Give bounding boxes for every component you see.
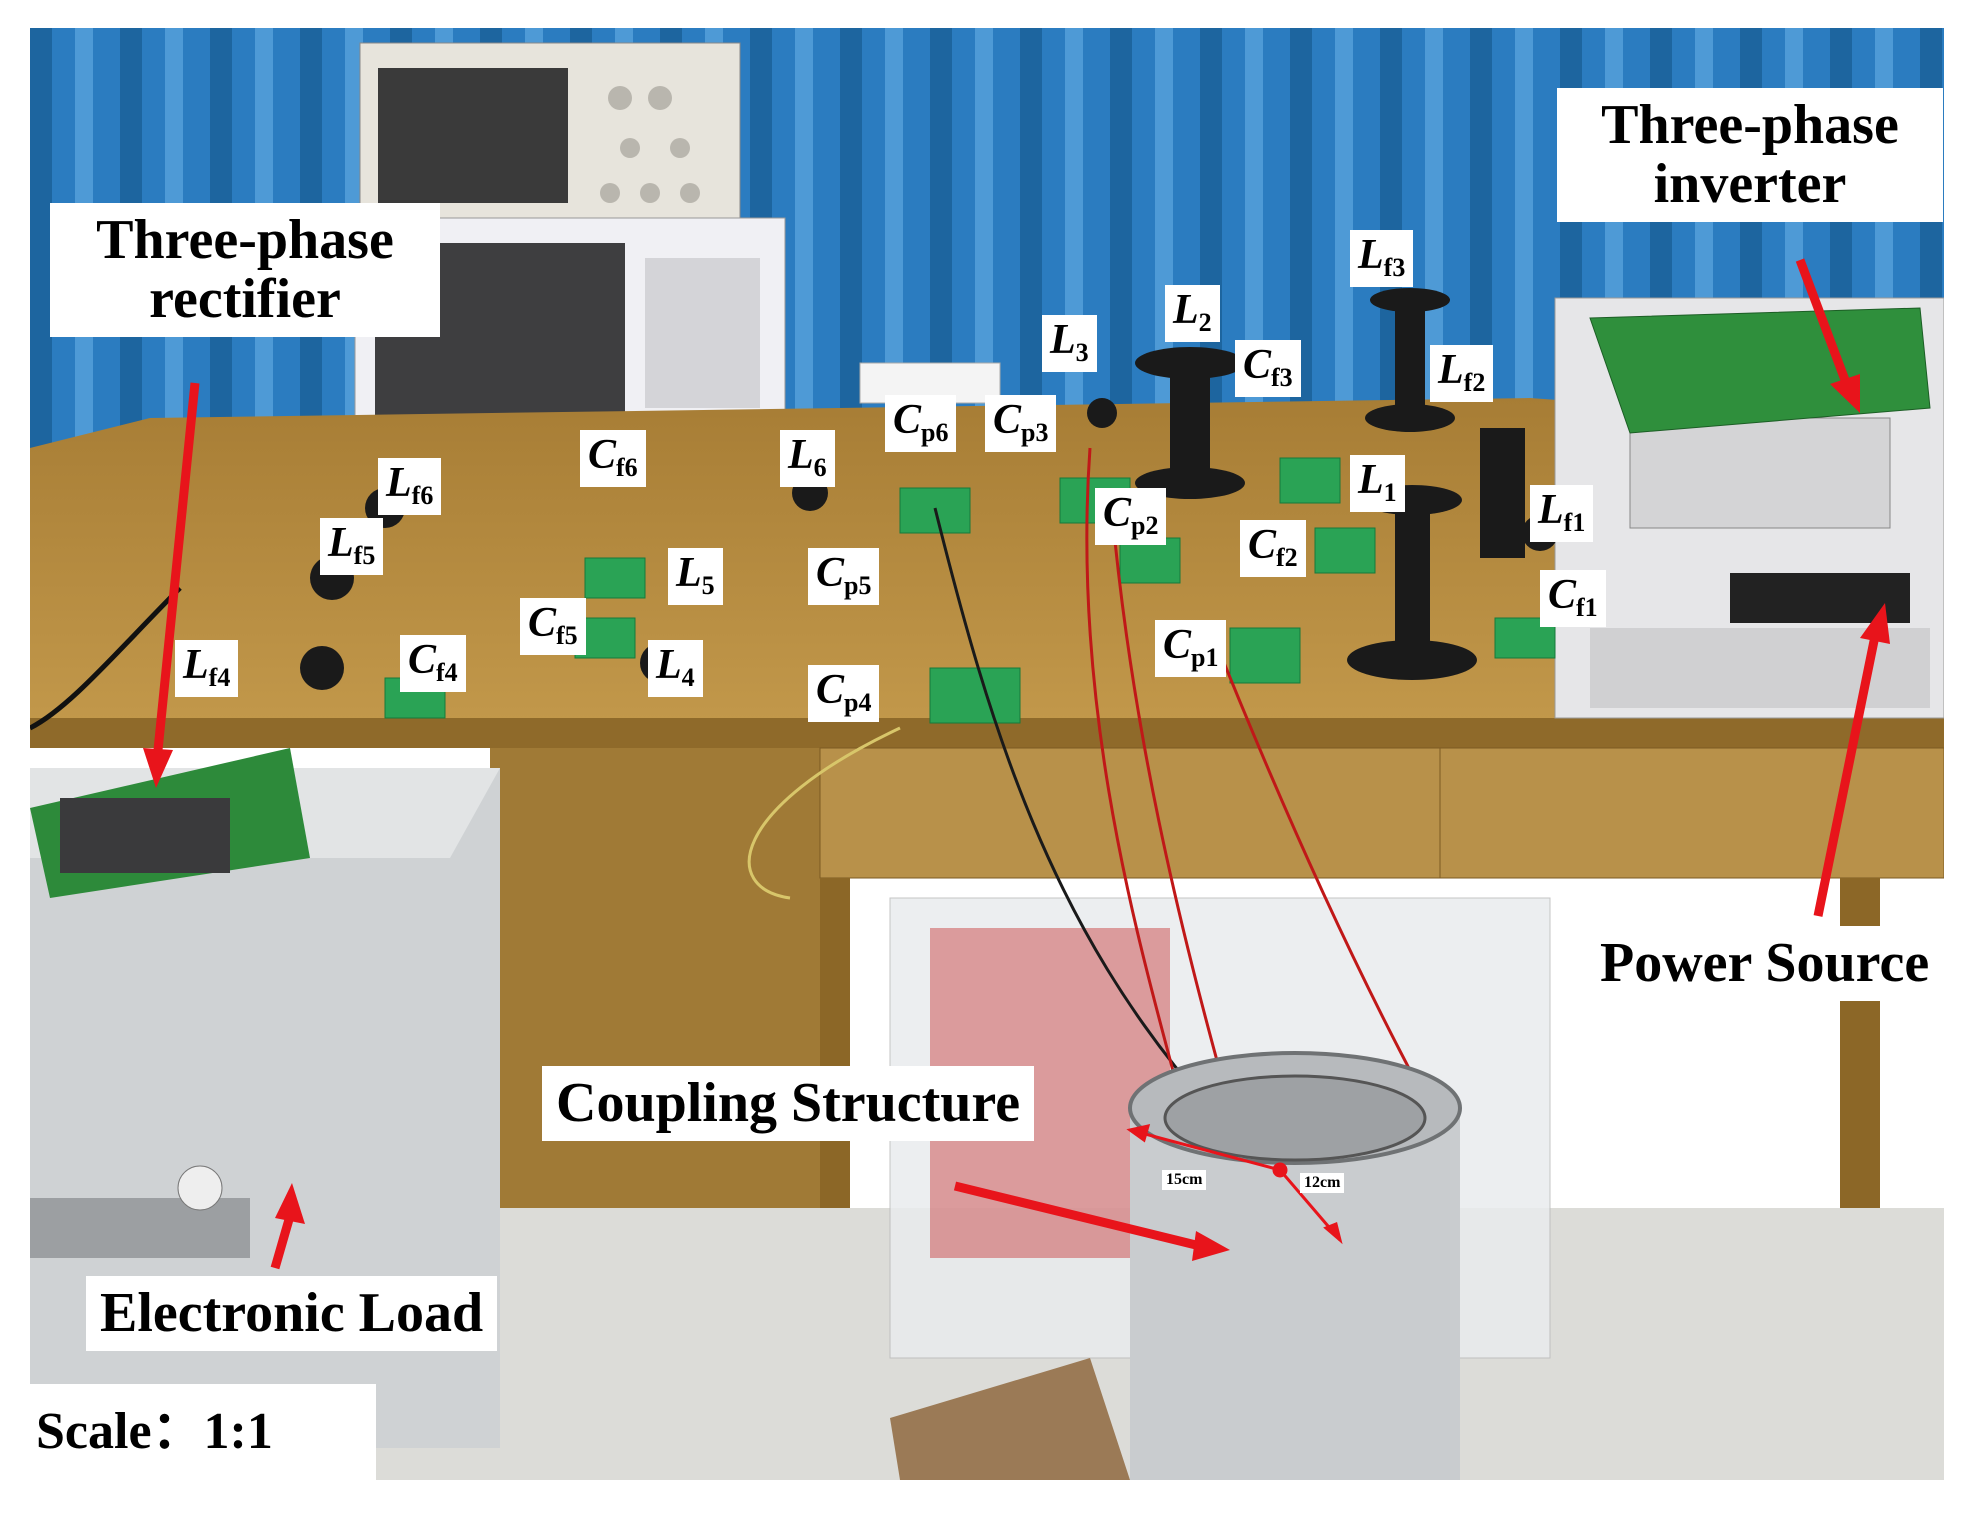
- component-symbol: C: [1243, 342, 1272, 388]
- component-symbol: C: [588, 432, 617, 478]
- component-symbol: L: [1358, 457, 1384, 503]
- component-symbol: C: [408, 637, 437, 683]
- component-subscript: f1: [1563, 508, 1586, 537]
- cables: [30, 447, 1432, 1109]
- component-label-l5: L5: [668, 548, 723, 605]
- component-subscript: 2: [1198, 308, 1212, 337]
- component-subscript: f2: [1463, 368, 1486, 397]
- component-label-l6: L6: [780, 430, 835, 487]
- component-symbol: C: [1163, 622, 1192, 668]
- component-symbol: C: [1103, 490, 1132, 536]
- component-subscript: f4: [436, 658, 458, 687]
- component-subscript: f4: [208, 663, 231, 692]
- rectifier-module: [60, 798, 230, 873]
- cardboard: [890, 1358, 1130, 1480]
- component-symbol: C: [893, 397, 922, 443]
- component-label-l3: L3: [1042, 315, 1097, 372]
- oscilloscope: [359, 42, 741, 224]
- component-subscript: p3: [1021, 418, 1049, 447]
- component-label-cp5: Cp5: [808, 548, 880, 605]
- component-subscript: p6: [921, 418, 949, 447]
- component-label-cp3: Cp3: [985, 395, 1057, 452]
- inverter-board: [1589, 307, 1931, 434]
- component-label-cf4: Cf4: [400, 635, 466, 692]
- component-symbol: L: [676, 550, 702, 596]
- component-subscript: f3: [1271, 363, 1293, 392]
- coupling-structure-callout: Coupling Structure: [542, 1066, 1035, 1141]
- component-label-cp4: Cp4: [808, 665, 880, 722]
- component-subscript: p2: [1131, 511, 1159, 540]
- dimension-15cm: 15cm: [1162, 1170, 1207, 1190]
- component-symbol: L: [386, 460, 412, 506]
- component-subscript: f2: [1276, 543, 1298, 572]
- component-symbol: L: [183, 642, 209, 688]
- component-subscript: 3: [1075, 338, 1089, 367]
- component-label-cp1: Cp1: [1155, 620, 1227, 677]
- component-symbol: L: [788, 432, 814, 478]
- component-subscript: f5: [353, 541, 376, 570]
- scale-label: Scale：1:1: [30, 1384, 376, 1480]
- component-label-lf6: Lf6: [378, 458, 442, 515]
- component-subscript: p4: [844, 688, 872, 717]
- component-symbol: L: [1438, 347, 1464, 393]
- inductor-spools: [300, 288, 1558, 690]
- power-source-callout: Power Source: [1586, 926, 1944, 1001]
- component-label-lf1: Lf1: [1530, 485, 1594, 542]
- dimension-lines: [1126, 1123, 1343, 1245]
- component-label-l1: L1: [1350, 455, 1405, 512]
- component-symbol: C: [528, 600, 557, 646]
- component-symbol: C: [1548, 572, 1577, 618]
- component-subscript: 1: [1383, 478, 1397, 507]
- component-symbol: C: [816, 667, 845, 713]
- component-subscript: p5: [844, 571, 872, 600]
- component-label-cf2: Cf2: [1240, 520, 1306, 577]
- component-label-cp2: Cp2: [1095, 488, 1167, 545]
- component-symbol: C: [816, 550, 845, 596]
- component-label-cp6: Cp6: [885, 395, 957, 452]
- electronic-load-callout: Electronic Load: [86, 1276, 498, 1351]
- component-label-lf4: Lf4: [175, 640, 239, 697]
- component-symbol: C: [1248, 522, 1277, 568]
- component-symbol: L: [1538, 487, 1564, 533]
- component-subscript: 4: [681, 663, 695, 692]
- component-subscript: f6: [411, 481, 434, 510]
- component-symbol: L: [1050, 317, 1076, 363]
- component-label-lf5: Lf5: [320, 518, 384, 575]
- component-subscript: f3: [1383, 253, 1406, 282]
- coupling-structure-cylinder: [1128, 1051, 1462, 1480]
- component-symbol: C: [993, 397, 1022, 443]
- callout-arrows: [143, 258, 1890, 1270]
- dimension-12cm: 12cm: [1300, 1173, 1345, 1193]
- component-symbol: L: [656, 642, 682, 688]
- component-label-cf6: Cf6: [580, 430, 646, 487]
- component-symbol: L: [1358, 232, 1384, 278]
- component-label-l4: L4: [648, 640, 703, 697]
- component-label-l2: L2: [1165, 285, 1220, 342]
- component-subscript: p1: [1191, 643, 1219, 672]
- component-label-cf5: Cf5: [520, 598, 586, 655]
- component-label-lf2: Lf2: [1430, 345, 1494, 402]
- component-symbol: L: [1173, 287, 1199, 333]
- component-subscript: 5: [701, 571, 715, 600]
- component-label-lf3: Lf3: [1350, 230, 1414, 287]
- component-subscript: 6: [813, 453, 827, 482]
- component-subscript: f6: [616, 453, 638, 482]
- component-label-cf3: Cf3: [1235, 340, 1301, 397]
- component-subscript: f5: [556, 621, 578, 650]
- component-label-cf1: Cf1: [1540, 570, 1606, 627]
- component-subscript: f1: [1576, 593, 1598, 622]
- component-symbol: L: [328, 520, 354, 566]
